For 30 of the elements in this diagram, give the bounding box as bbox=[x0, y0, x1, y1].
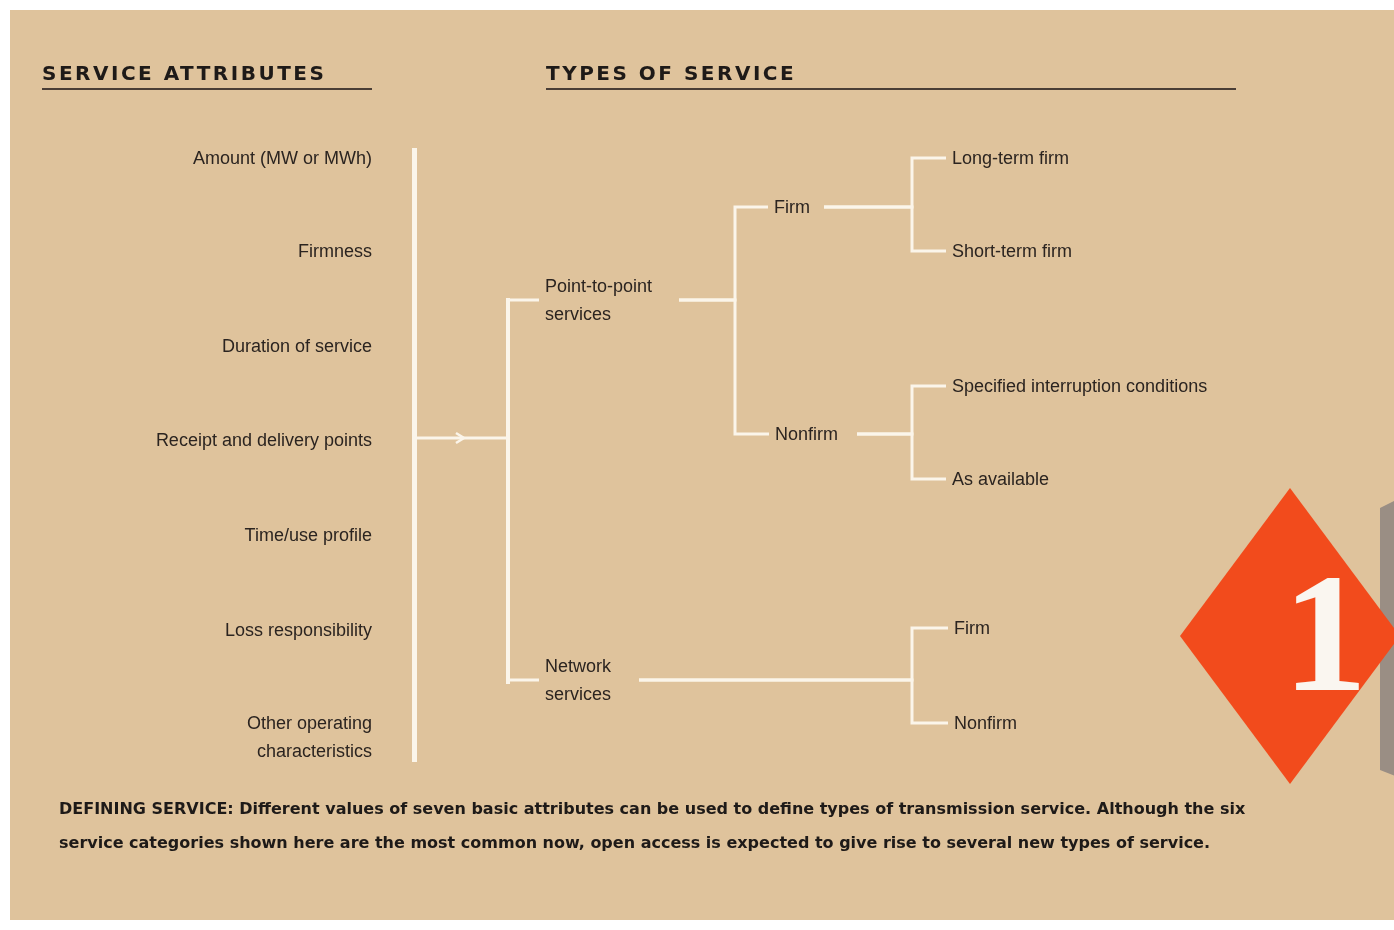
connector-line bbox=[510, 678, 539, 682]
category-label: Long-term firm bbox=[946, 144, 1096, 172]
number-badge: 1 bbox=[1180, 488, 1394, 786]
attribute-label: Duration of service bbox=[220, 335, 373, 358]
connector-line bbox=[679, 298, 769, 436]
attribute-label: Amount (MW or MWh) bbox=[192, 147, 373, 170]
attribute-label: Firmness bbox=[297, 240, 373, 263]
attribute-label: Receipt and delivery points bbox=[154, 429, 373, 452]
attribute-label: Time/use profile bbox=[243, 524, 373, 547]
bracket-bar bbox=[506, 298, 510, 684]
attribute-label: Other operating characteristics bbox=[245, 712, 373, 763]
category-label: As available bbox=[946, 465, 1071, 493]
category-label: Short-term firm bbox=[946, 237, 1096, 265]
category-label: Specified interruption conditions bbox=[946, 372, 1246, 400]
category-label: Nonfirm bbox=[948, 709, 1036, 737]
connector-line bbox=[510, 298, 539, 302]
connector-line bbox=[639, 678, 948, 725]
category-label: Firm bbox=[768, 193, 824, 221]
category-label: Point-to-point services bbox=[539, 272, 679, 328]
section-heading: TYPES OF SERVICE bbox=[546, 60, 1236, 90]
caption: DEFINING SERVICE: Different values of seven basic attributes can be used to define types of transmission service. Although the six service categories shown here are the most common now, open access is expected to give rise to several new types of service. bbox=[59, 798, 1247, 854]
category-label: Nonfirm bbox=[769, 420, 857, 448]
bracket-bar bbox=[412, 148, 417, 762]
section-heading: SERVICE ATTRIBUTES bbox=[42, 60, 372, 90]
category-label: Firm bbox=[948, 614, 1003, 642]
connector-line bbox=[857, 432, 946, 481]
category-label: Network services bbox=[539, 652, 639, 708]
connector-line bbox=[824, 205, 946, 253]
attribute-label: Loss responsibility bbox=[223, 619, 373, 642]
arrow bbox=[417, 431, 506, 445]
